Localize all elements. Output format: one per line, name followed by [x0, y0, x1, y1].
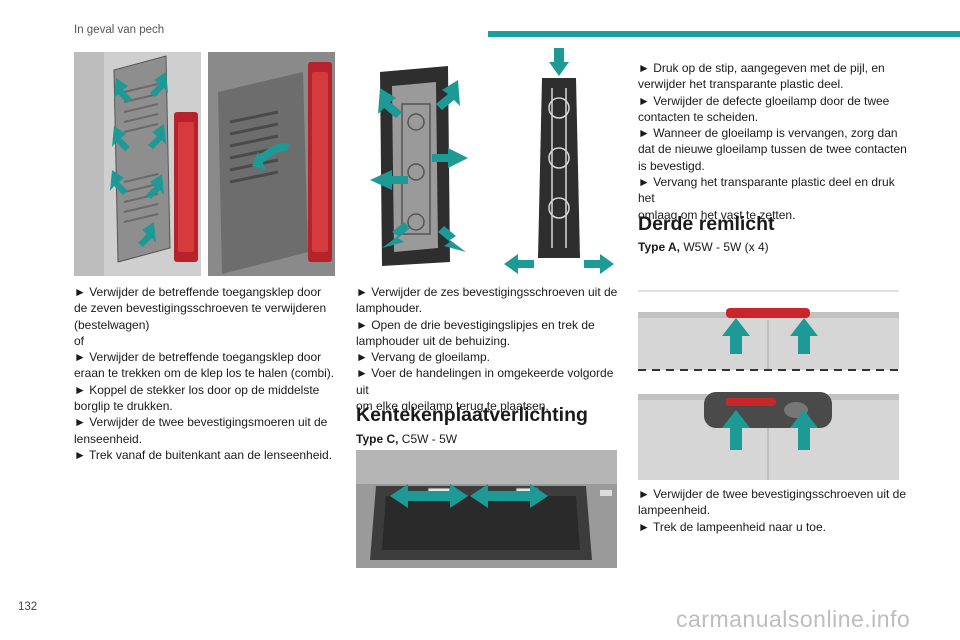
text-line: ► Verwijder de twee bevestigingsschroeve… — [638, 487, 907, 501]
text-line: om elke gloeilamp terug te plaatsen. — [356, 399, 549, 414]
text-line: ► Koppel de stekker los door op de midde… — [74, 382, 320, 397]
text-line: ► Trek vanaf de buitenkant aan de lensee… — [74, 447, 333, 462]
text-line: ► Verwijder de zes bevestigingsschroeven… — [356, 285, 618, 299]
text-line: lenseenheid. — [74, 431, 143, 446]
text-line: lamphouder uit de behuizing. — [356, 333, 511, 348]
watermark: carmanualsonline.info — [676, 606, 911, 632]
text-line: of — [74, 333, 85, 348]
col1-instructions: ► Verwijder de betreffende toegangsklep … — [74, 284, 339, 463]
text-line: lamphouder. — [356, 301, 423, 316]
figure-lamp-holder-screws — [370, 52, 470, 276]
page-number: 132 — [18, 601, 38, 613]
figure-lamp-holder-bulbs — [504, 48, 614, 276]
text-line: is bevestigd. — [638, 158, 705, 173]
text-line: de zeven bevestigingsschroeven te verwij… — [74, 301, 327, 316]
col3-instructions-bottom: ► Verwijder de twee bevestigingsschroeve… — [638, 486, 908, 535]
col3-instructions-top: ► Druk op de stip, aangegeven met de pij… — [638, 60, 908, 223]
text-line: ► Verwijder de betreffende toegangsklep … — [74, 285, 322, 299]
text-line: ► Open de drie bevestigingslipjes en tre… — [356, 317, 595, 332]
header-accent-bar — [488, 31, 960, 37]
type-spec-license-plate: Type C, C5W - 5W — [356, 432, 457, 446]
text-line: ► Trek de lampeenheid naar u toe. — [638, 519, 826, 534]
type-value: W5W - 5W (x 4) — [680, 240, 769, 254]
text-line: ► Vervang de gloeilamp. — [356, 350, 490, 365]
text-line: contacten te scheiden. — [638, 109, 759, 124]
figure-third-brake-light — [638, 282, 899, 480]
heading-third-brake-light: Derde remlicht — [638, 213, 775, 235]
col2-instructions: ► Verwijder de zes bevestigingsschroeven… — [356, 284, 621, 414]
type-value: C5W - 5W — [398, 432, 458, 446]
text-line: ► Voer de handelingen in omgekeerde volg… — [356, 366, 614, 397]
figure-access-panel-combi — [208, 52, 335, 276]
text-line: borglip te drukken. — [74, 399, 173, 414]
text-line: lampeenheid. — [638, 503, 711, 518]
section-title: In geval van pech — [74, 24, 165, 36]
type-spec-brake-light: Type A, W5W - 5W (x 4) — [638, 240, 769, 254]
type-label: Type C, — [356, 432, 399, 446]
figure-access-panel — [74, 52, 201, 276]
figure-license-plate-light — [356, 450, 617, 568]
type-label: Type A, — [638, 240, 681, 254]
text-line: ► Druk op de stip, aangegeven met de pij… — [638, 61, 885, 75]
heading-license-plate-lighting: Kentekenplaatverlichting — [356, 404, 588, 426]
text-line: ► Vervang het transparante plastic deel … — [638, 175, 895, 206]
text-line: omlaag om het vast te zetten. — [638, 207, 796, 222]
text-line: eraan te trekken om de klep los te halen… — [74, 366, 335, 381]
text-line: verwijder het transparante plastic deel. — [638, 77, 844, 92]
text-line: ► Wanneer de gloeilamp is vervangen, zor… — [638, 126, 898, 141]
text-line: ► Verwijder de defecte gloeilamp door de… — [638, 93, 890, 108]
text-line: dat de nieuwe gloeilamp tussen de twee c… — [638, 142, 907, 157]
text-line: ► Verwijder de betreffende toegangsklep … — [74, 350, 322, 365]
text-line: ► Verwijder de twee bevestigingsmoeren u… — [74, 415, 328, 430]
text-line: (bestelwagen) — [74, 317, 150, 332]
